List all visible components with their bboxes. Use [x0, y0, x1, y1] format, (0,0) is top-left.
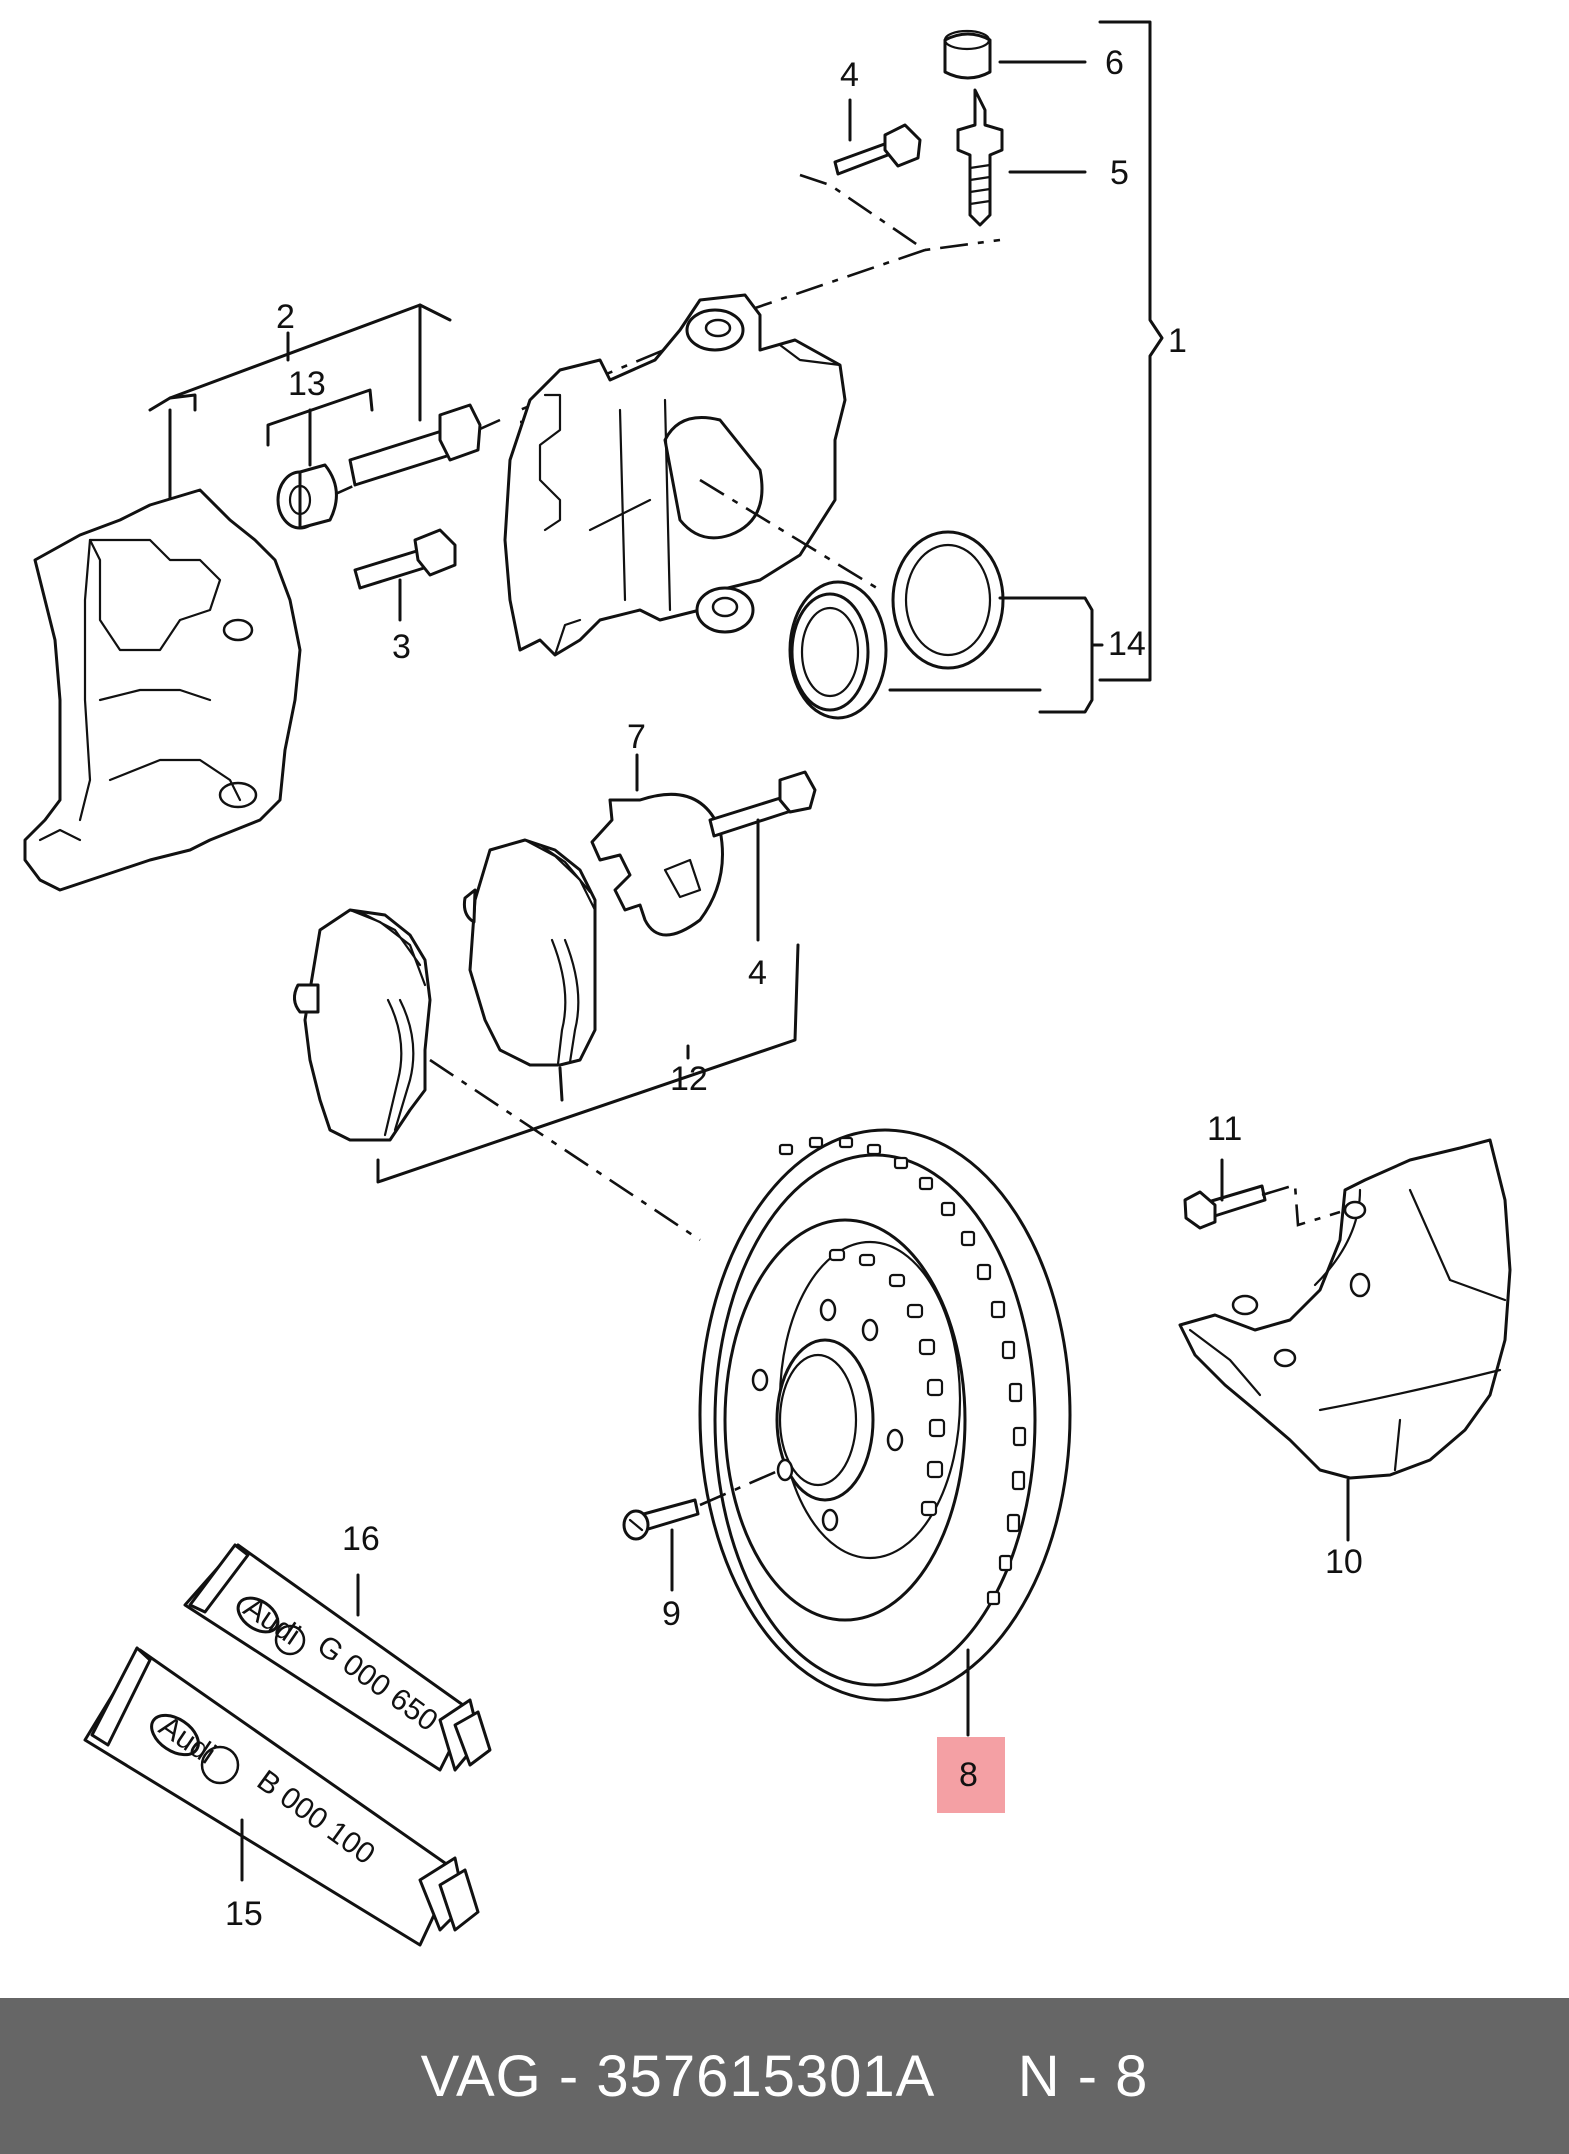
bracket-12 [376, 943, 800, 1242]
brake-disc [698, 1128, 1072, 1737]
callout-13: 13 [288, 365, 326, 403]
footer-bar: VAG - 357615301A N - 8 [0, 1998, 1569, 2154]
bolt-lower [708, 770, 817, 942]
brake-pad-right [462, 838, 597, 1067]
guide-bushing [276, 463, 338, 530]
bolt-upper [833, 98, 922, 176]
callout-4-upper: 4 [840, 56, 859, 94]
callout-10: 10 [1325, 1543, 1363, 1581]
disc-screw [622, 1468, 781, 1592]
piston-seal-kit [788, 530, 1104, 720]
callout-16: 16 [342, 1520, 380, 1558]
bleeder-valve [956, 88, 1004, 227]
parts-diagram: Audi G 000 650 Audi B 000 100 1 2 3 4 4 … [23, 20, 1512, 1947]
callout-5: 5 [1110, 154, 1129, 192]
callout-labels: 1 2 3 4 4 5 6 7 8 9 10 11 12 13 14 15 16 [225, 44, 1363, 1933]
callout-14: 14 [1108, 625, 1146, 663]
bracket-2 [148, 303, 452, 502]
shield-bolt [1183, 1158, 1341, 1230]
callout-1: 1 [1168, 322, 1187, 360]
callout-12: 12 [670, 1060, 708, 1098]
bleeder-cap [943, 29, 992, 80]
caliper-carrier [23, 488, 302, 892]
bracket-1 [998, 20, 1164, 682]
highlight-box-8 [937, 1737, 1005, 1813]
part-number-label: VAG - 357615301A N - 8 [420, 2043, 1149, 2109]
brake-pad-left [293, 908, 432, 1142]
callout-6: 6 [1105, 44, 1124, 82]
guide-pin [348, 403, 482, 487]
grease-tube-lower: Audi B 000 100 [83, 1646, 480, 1947]
anti-rattle-plate [590, 753, 724, 937]
caliper-housing [503, 293, 881, 657]
splash-shield [1178, 1138, 1512, 1542]
bracket-13 [266, 388, 374, 467]
callout-9: 9 [662, 1595, 681, 1633]
mounting-bolt [353, 528, 457, 622]
callout-8: 8 [959, 1756, 978, 1794]
callout-7: 7 [627, 718, 646, 756]
callout-2: 2 [276, 298, 295, 336]
callout-15: 15 [225, 1895, 263, 1933]
callout-3: 3 [392, 628, 411, 666]
callout-11: 11 [1207, 1110, 1242, 1148]
callout-4-lower: 4 [748, 954, 767, 992]
